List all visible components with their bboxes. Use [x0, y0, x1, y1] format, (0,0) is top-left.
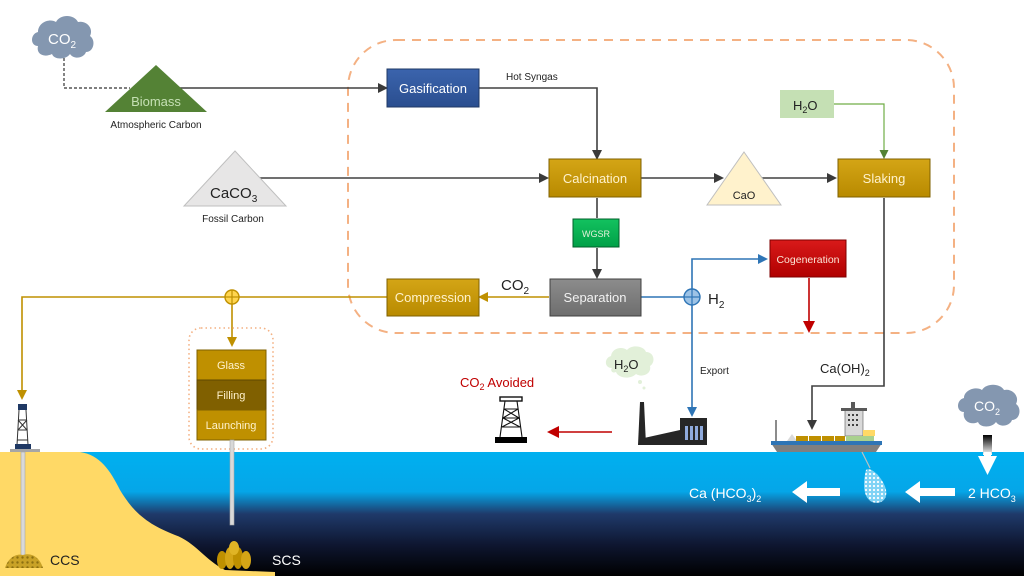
- launching-step[interactable]: Launching: [196, 409, 267, 441]
- scs-capsules-icon: [217, 541, 251, 569]
- water-to-slaking-arrow: [834, 103, 889, 159]
- h2o-steam-label: H2O: [614, 357, 639, 374]
- water-input-box: [780, 90, 834, 118]
- compression-to-ccs-arrow: [17, 296, 387, 400]
- fossil-carbon-caption: Fossil Carbon: [202, 214, 264, 225]
- svg-text:Compression: Compression: [395, 290, 472, 305]
- left-arrow-icon: [905, 481, 955, 503]
- cao-label: CaO: [733, 190, 756, 202]
- left-arrow-icon: [792, 481, 840, 503]
- co2-down-arrow-icon: [978, 456, 997, 475]
- seabed-land: [0, 452, 275, 576]
- svg-text:Slaking: Slaking: [863, 171, 906, 186]
- water-input-label: H2O: [793, 98, 818, 115]
- co2-diffusion-pipe: [983, 435, 992, 455]
- svg-text:Launching: Launching: [206, 420, 257, 432]
- cargo-ship-icon: [771, 402, 882, 452]
- svg-text:Cogeneration: Cogeneration: [776, 254, 839, 266]
- filling-step[interactable]: Filling: [196, 379, 267, 411]
- cao-triangle: [706, 151, 782, 206]
- h2-to-cogeneration-arrow: [691, 254, 768, 290]
- biomass-triangle: [105, 65, 207, 112]
- hot-syngas-label: Hot Syngas: [506, 72, 558, 83]
- svg-text:Glass: Glass: [217, 360, 246, 372]
- svg-text:Gasification: Gasification: [399, 81, 467, 96]
- co2-avoided-label: CO2 Avoided: [460, 375, 534, 392]
- process-boundary: [347, 39, 955, 334]
- svg-text:WGSR: WGSR: [582, 229, 610, 239]
- ccs-storage-icon: [5, 554, 43, 568]
- svg-text:Separation: Separation: [564, 290, 627, 305]
- wgsr-box[interactable]: WGSR: [572, 218, 620, 248]
- scs-pipe: [229, 439, 235, 526]
- biomass-label: Biomass: [131, 94, 181, 109]
- calcium-hydroxide-label: Ca(OH)2: [820, 361, 870, 378]
- compression-box[interactable]: Compression: [386, 278, 480, 317]
- bicarbonate-label: 2 HCO3: [968, 485, 1016, 504]
- co2-cloud-right-label: CO2: [974, 398, 1000, 417]
- export-label: Export: [700, 366, 729, 377]
- ccs-label: CCS: [50, 552, 80, 568]
- calcium-bicarbonate-label: Ca (HCO3)2: [689, 485, 761, 504]
- cogeneration-box[interactable]: Cogeneration: [769, 239, 847, 278]
- slaking-to-ship-arrow: [807, 198, 885, 430]
- svg-text:Filling: Filling: [217, 390, 246, 402]
- co2-cloud-left-label: CO2: [48, 31, 77, 51]
- gasification-to-calcination-arrow: [478, 87, 602, 160]
- scs-stack-boundary: [188, 327, 274, 450]
- transmission-tower-icon: [495, 396, 527, 443]
- h2o-steam-cloud-icon: [605, 346, 654, 390]
- atmospheric-carbon-caption: Atmospheric Carbon: [110, 120, 201, 131]
- glass-step[interactable]: Glass: [196, 349, 267, 381]
- alkalinity-spray-icon: [864, 469, 887, 503]
- scs-label: SCS: [272, 552, 301, 568]
- svg-text:Calcination: Calcination: [563, 171, 627, 186]
- calcination-box[interactable]: Calcination: [548, 158, 642, 198]
- drilling-rig-icon: [10, 404, 40, 452]
- gasification-box[interactable]: Gasification: [386, 68, 480, 108]
- caco3-label: CaCO3: [210, 185, 258, 205]
- caco3-triangle: [182, 150, 288, 207]
- ccs-pipe: [20, 451, 26, 558]
- co2-to-biomass-connector: [63, 58, 130, 89]
- power-plant-icon: [638, 402, 707, 445]
- slaking-box[interactable]: Slaking: [837, 158, 931, 198]
- h2-stream-label: H2: [708, 291, 725, 311]
- co2-cloud-left-icon: [32, 16, 94, 59]
- separation-box[interactable]: Separation: [549, 278, 642, 317]
- co2-stream-label: CO2: [501, 277, 530, 297]
- co2-cloud-right-icon: [958, 384, 1020, 427]
